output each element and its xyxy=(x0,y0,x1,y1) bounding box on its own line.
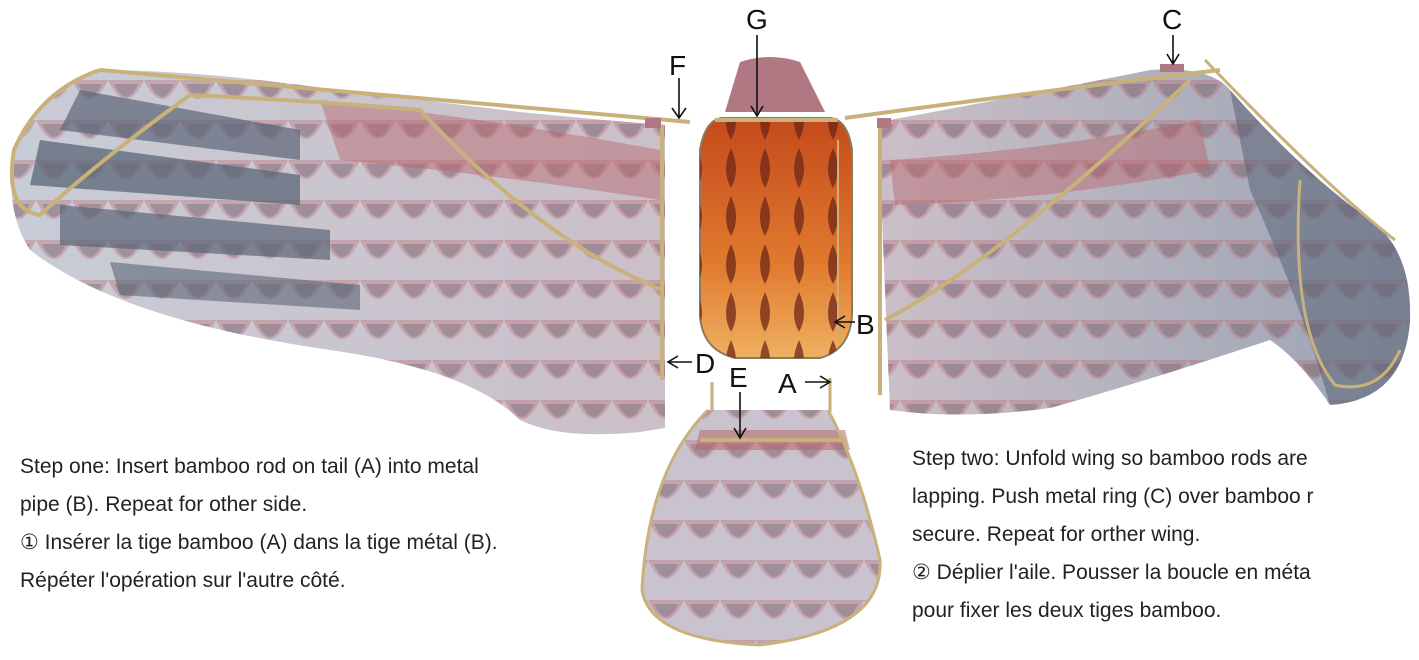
step-two-fr-line2: pour fixer les deux tiges bamboo. xyxy=(912,592,1419,630)
kite-body xyxy=(700,57,852,358)
step-one-instructions: Step one: Insert bamboo rod on tail (A) … xyxy=(20,448,498,600)
label-d: D xyxy=(695,350,715,378)
right-wing xyxy=(845,60,1410,415)
step-two-instructions: Step two: Unfold wing so bamboo rods are… xyxy=(912,440,1419,630)
step-two-en-line3: secure. Repeat for orther wing. xyxy=(912,516,1419,554)
step-one-en-line1: Step one: Insert bamboo rod on tail (A) … xyxy=(20,448,498,486)
label-e: E xyxy=(729,364,748,392)
left-wing xyxy=(11,70,690,434)
label-c: C xyxy=(1162,6,1182,34)
step-two-en-line1: Step two: Unfold wing so bamboo rods are xyxy=(912,440,1419,478)
label-g: G xyxy=(746,6,768,34)
label-a: A xyxy=(778,370,797,398)
step-one-fr-line2: Répéter l'opération sur l'autre côté. xyxy=(20,562,498,600)
step-two-fr-line1: ② Déplier l'aile. Pousser la boucle en m… xyxy=(912,554,1419,592)
label-b: B xyxy=(856,311,875,339)
label-f: F xyxy=(669,52,686,80)
kite-tail xyxy=(642,378,880,645)
step-one-en-line2: pipe (B). Repeat for other side. xyxy=(20,486,498,524)
step-one-fr-line1: ① Insérer la tige bamboo (A) dans la tig… xyxy=(20,524,498,562)
step-two-en-line2: lapping. Push metal ring (C) over bamboo… xyxy=(912,478,1419,516)
